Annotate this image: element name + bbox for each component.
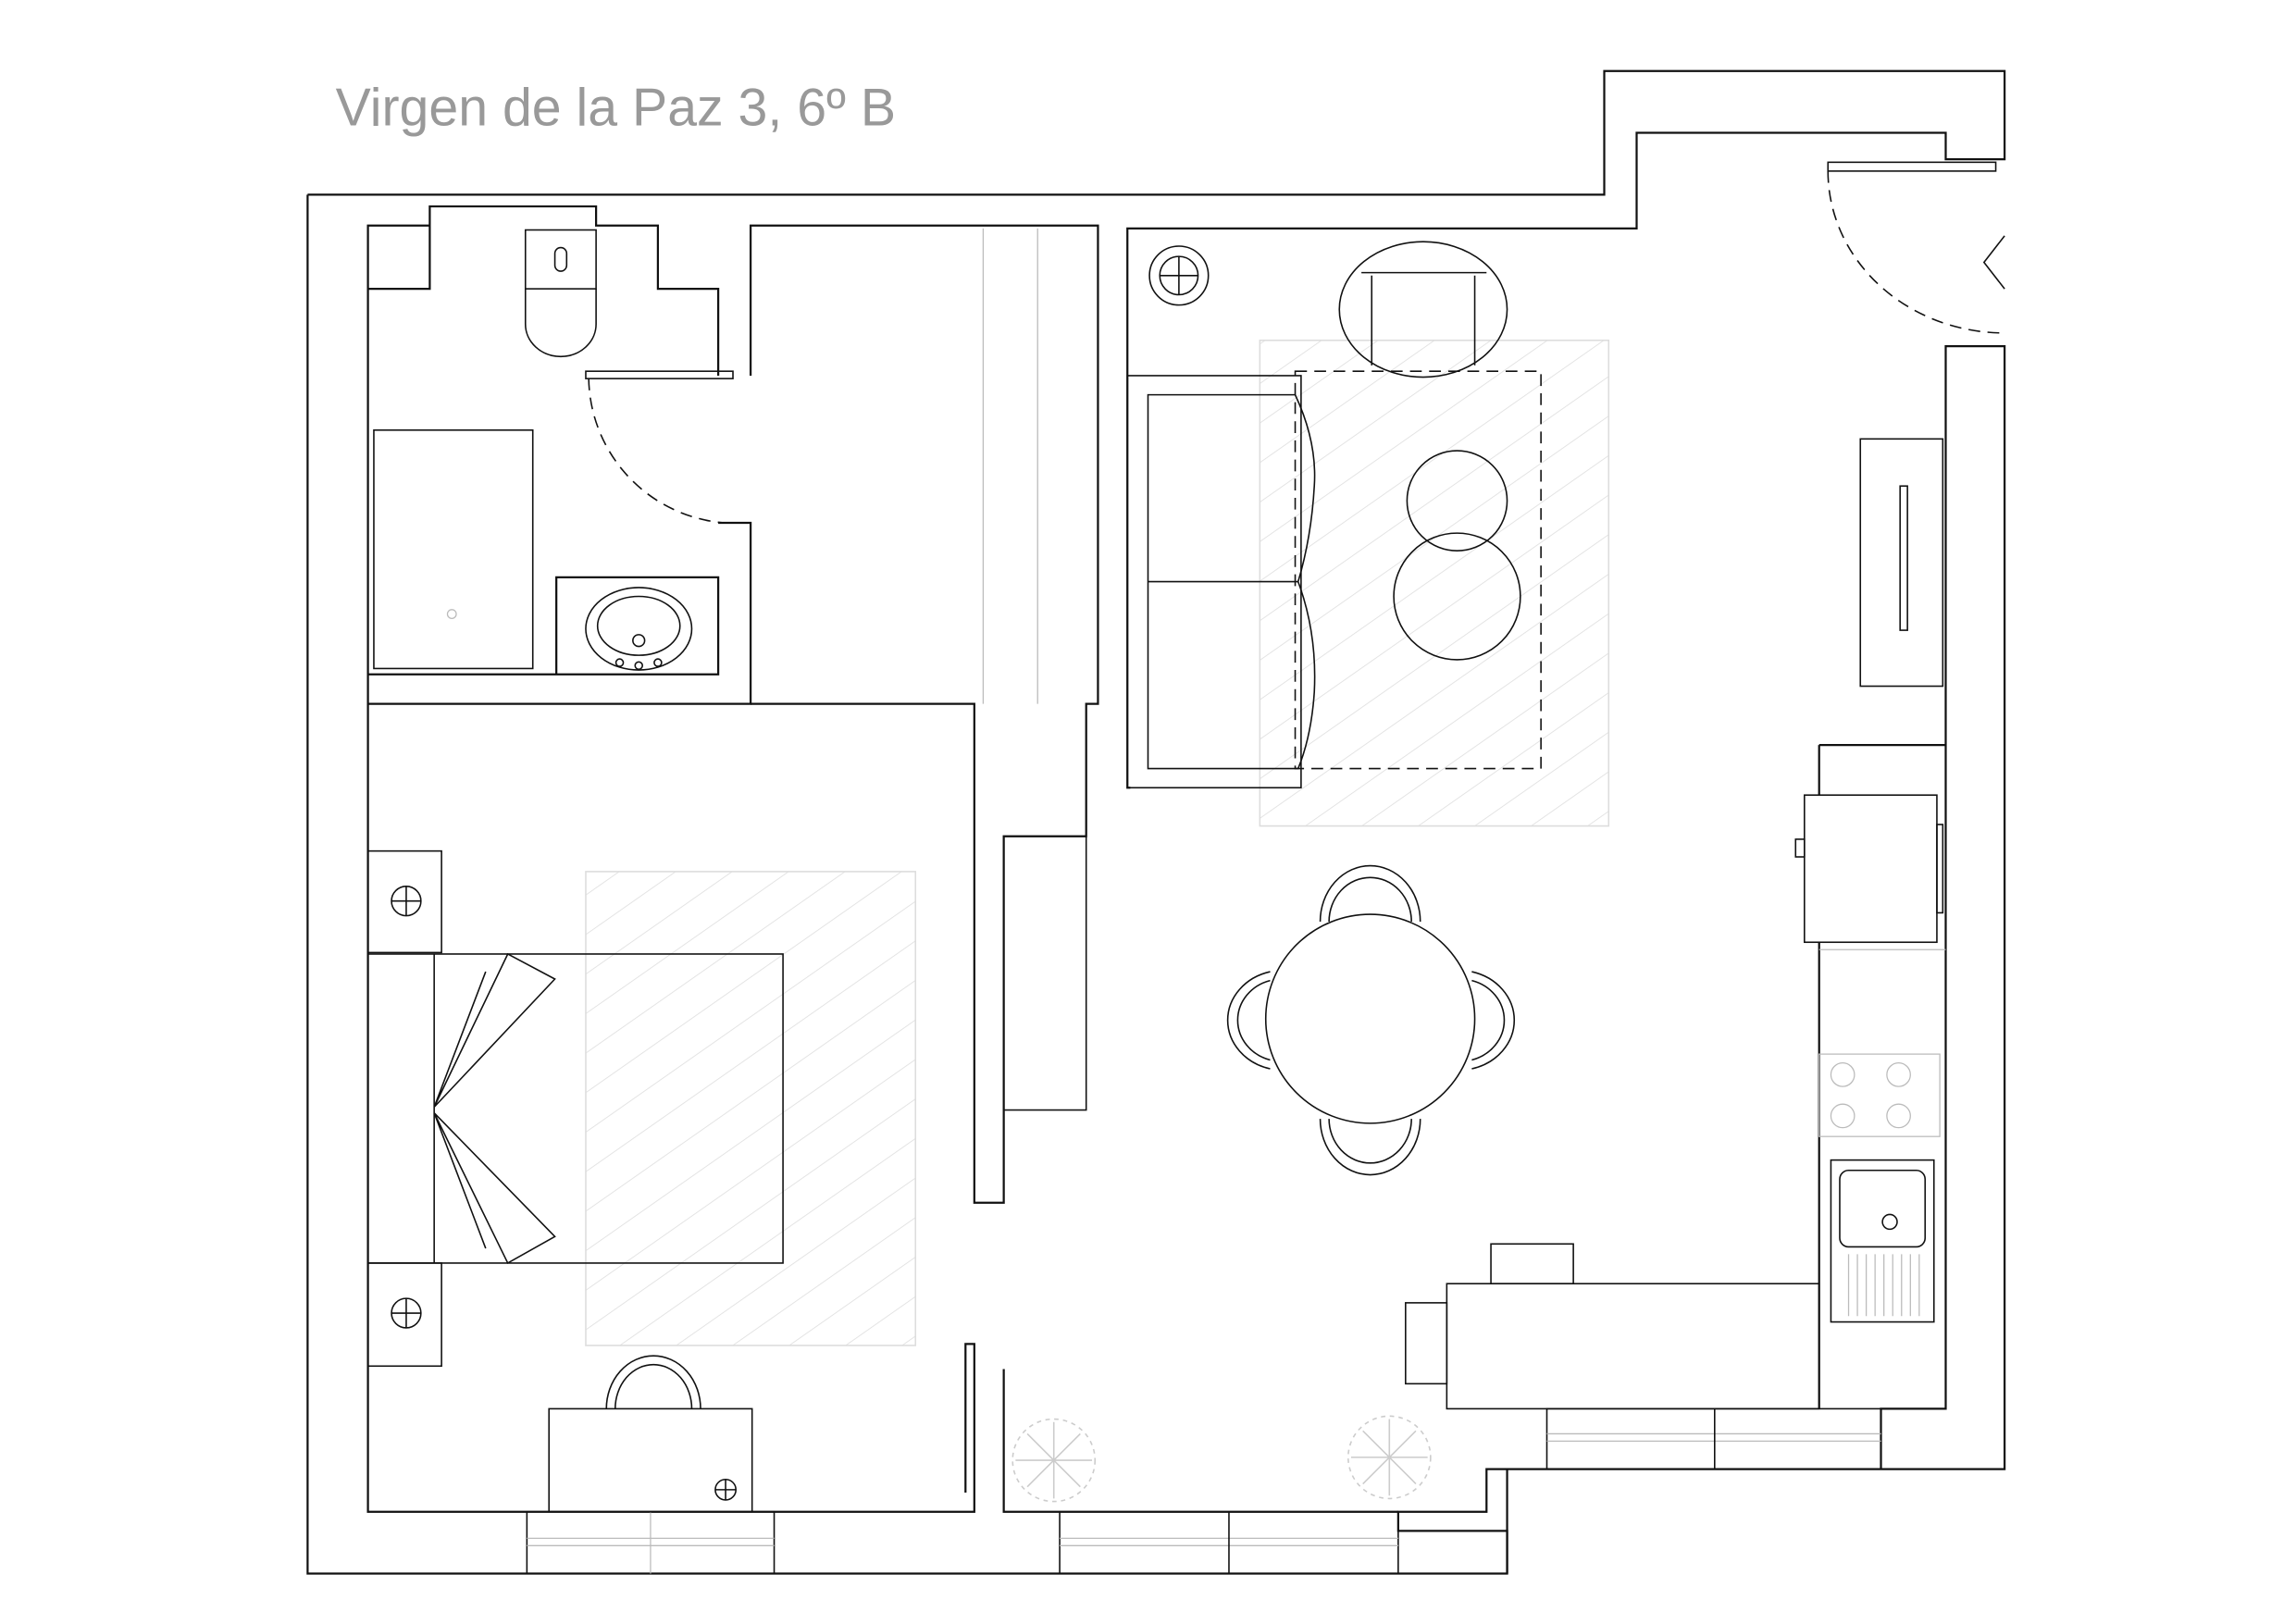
bathroom-door	[585, 370, 734, 379]
desk	[548, 1355, 753, 1513]
toilet	[524, 229, 597, 358]
plants	[1011, 1415, 1432, 1503]
shower-tray	[373, 429, 534, 670]
cooktop	[1818, 1053, 1941, 1137]
kitchen-counter	[1405, 1243, 1820, 1410]
kitchen-sink	[1830, 1159, 1935, 1323]
rug	[1259, 339, 1610, 827]
ottomans	[1393, 450, 1521, 661]
nightstand	[366, 849, 442, 954]
outer-walls	[306, 69, 2006, 1575]
sofa	[1126, 375, 1316, 789]
windows	[526, 1407, 1882, 1575]
tv-unit	[1859, 438, 1944, 688]
rug	[585, 871, 917, 1346]
living-room	[1011, 241, 1944, 1503]
bathroom	[373, 229, 734, 671]
bed	[366, 952, 784, 1265]
sink	[585, 587, 693, 671]
wardrobe	[982, 228, 1087, 1111]
entrance-door	[1827, 161, 2005, 334]
lamp	[1148, 245, 1210, 306]
nightstand	[366, 1262, 442, 1368]
armchair	[1338, 241, 1508, 378]
bedroom	[366, 849, 917, 1513]
dining-table	[1226, 864, 1515, 1176]
kitchen	[1405, 794, 1946, 1410]
fridge	[1794, 794, 1944, 944]
plan-title: Virgen de la Paz 3, 6º B	[336, 79, 896, 138]
